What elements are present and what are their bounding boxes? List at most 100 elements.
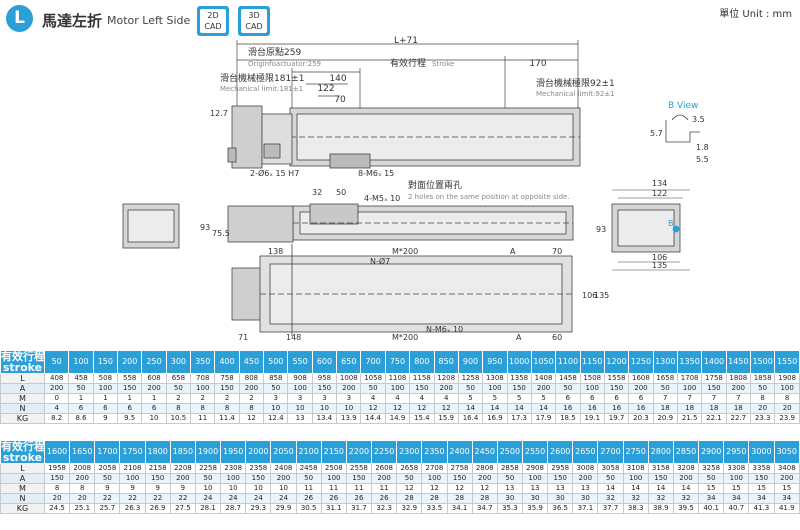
dim-71: 71 [238,333,248,342]
table1-cell: 10.5 [165,413,192,424]
table2-cell: 28.1 [194,503,222,514]
dim-106-end: 106 [652,253,667,262]
table2-cell: 14 [622,483,649,494]
table2-cell: 28 [446,493,473,504]
table2-cell: 15 [748,483,775,494]
table1-stroke-1300: 1300 [652,350,678,374]
table2-cell: 2058 [94,463,121,474]
table2-stroke-2650: 2650 [572,440,599,464]
table1-cell: 1708 [676,373,703,384]
table2-cell: 10 [220,483,247,494]
table2-cell: 24 [270,493,297,504]
table2-cell: 13 [496,483,523,494]
table2-cell: 38.3 [622,503,649,514]
table1-cell: 200 [336,383,362,394]
table2-cell: 200 [169,473,196,484]
dim-75-5: 75.5 [212,229,230,238]
table1-cell: 12 [238,413,265,424]
table2-stroke-2100: 2100 [295,440,322,464]
table1-stroke-850: 850 [433,350,459,374]
b-view-label: B View [668,101,698,111]
table1-cell: 8 [214,403,240,414]
table1-cell: 15.4 [409,413,435,424]
dim-12-7: 12.7 [210,109,228,118]
table1-cell: 2 [238,393,265,404]
table1-cell: 16 [579,403,605,414]
table1-cell: 1558 [603,373,630,384]
table2-cell: 150 [43,473,71,484]
table2-cell: 12 [446,483,473,494]
table2-row-label: A [0,473,45,484]
table2-cell: 32.3 [371,503,398,514]
table1-cell: 13 [287,413,313,424]
table2-cell: 15 [773,483,800,494]
table2-stroke-1850: 1850 [169,440,196,464]
table1-cell: 3 [287,393,313,404]
table2-cell: 26 [345,493,373,504]
table1-cell: 5 [482,393,508,404]
table1-cell: 1408 [530,373,557,384]
table2-cell: 34.1 [446,503,473,514]
dim-140: 140 [329,74,346,84]
table2-cell: 31.1 [320,503,347,514]
table2-cell: 26.3 [119,503,146,514]
table1-cell: 8 [774,393,800,404]
table2-cell: 32.9 [396,503,423,514]
table1-cell: 10 [263,403,289,414]
table2-cell: 100 [521,473,549,484]
table1-row-label: M [0,393,45,404]
n-phi7: N-Ø7 [370,256,390,266]
table1-cell: 6 [603,393,630,404]
table2-cell: 30 [496,493,523,504]
m200-bottom: M*200 [392,333,418,342]
table1-cell: 200 [628,383,654,394]
m200-top: M*200 [392,247,418,256]
dim-a-top: A [510,247,516,256]
table1-cell: 18 [701,403,727,414]
table1-stroke-1450: 1450 [725,350,751,374]
table1-cell: 100 [482,383,508,394]
table1-cell: 6 [92,403,119,414]
table1-stroke-900: 900 [457,350,484,374]
dim-135: 135 [594,291,609,300]
table2-cell: 100 [723,473,750,484]
section-subtitle: Motor Left Side [107,14,191,27]
table2-cell: 50 [94,473,121,484]
dim-122-end: 122 [652,189,667,198]
table1-cell: 200 [433,383,459,394]
table2-cell: 34 [773,493,800,504]
table1-cell: 14 [506,403,532,414]
table2-stroke-2500: 2500 [496,440,523,464]
table1-cell: 1108 [384,373,411,384]
table1-cell: 1908 [774,373,800,384]
table2-stroke-3050: 3050 [773,440,800,464]
table1-cell: 20.9 [652,413,678,424]
table2-stroke-2700: 2700 [597,440,624,464]
table1-cell: 20.3 [628,413,654,424]
table2-cell: 25.7 [94,503,121,514]
table1-cell: 5 [457,393,484,404]
table1-cell: 22.1 [701,413,727,424]
table1-cell: 19.7 [603,413,630,424]
table1-cell: 6 [628,393,654,404]
table2-cell: 11 [345,483,373,494]
table1-cell: 50 [68,383,94,394]
table2-cell: 200 [371,473,398,484]
table2-stroke-2550: 2550 [521,440,549,464]
table1-cell: 17.9 [530,413,557,424]
table1-stroke-100: 100 [68,350,94,374]
table2-cell: 31.7 [345,503,373,514]
table1-cell: 958 [311,373,338,384]
dim-93: 93 [200,223,210,232]
table2-cell: 24 [194,493,222,504]
table1-cell: 200 [238,383,265,394]
table2-stroke-2400: 2400 [446,440,473,464]
stroke-zh: 有效行程 [390,57,426,69]
table2-cell: 35.3 [496,503,523,514]
table2-cell: 26 [320,493,347,504]
